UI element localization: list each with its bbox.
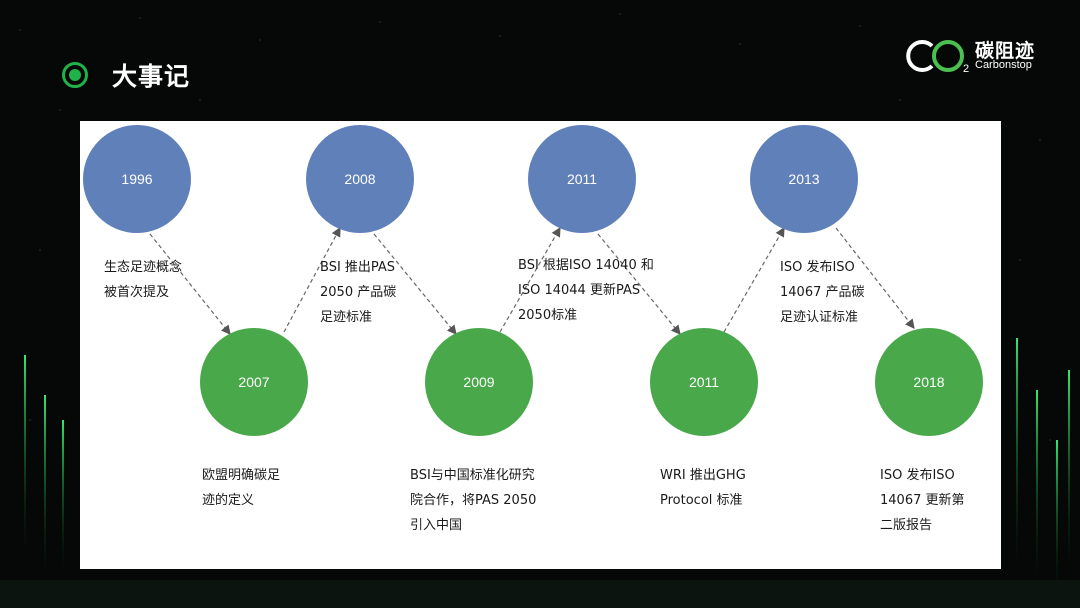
event-line: 被首次提及 [104, 285, 170, 300]
timeline-connectors [149, 226, 915, 335]
event-line: 2050标准 [518, 308, 578, 323]
event-text-2009: BSI与中国标准化研究 院合作，将PAS 2050 引入中国 [410, 463, 536, 538]
year-node-2007: 2007 [200, 328, 308, 436]
event-text-2018: ISO 发布ISO 14067 更新第 二版报告 [880, 463, 965, 538]
event-line: Protocol 标准 [660, 493, 743, 508]
event-line: 足迹认证标准 [780, 310, 859, 325]
year-node-2013: 2013 [750, 125, 858, 233]
page-title: 大事记 [112, 62, 191, 91]
event-line: 足迹标准 [320, 310, 373, 325]
title-bullet-icon [62, 62, 88, 88]
event-line: WRI 推出GHG [660, 468, 746, 483]
timeline-panel: 1996 生态足迹概念 被首次提及 2008 BSI 推出PAS 2050 产品… [80, 121, 1001, 569]
co2-logo-icon: 2 [906, 40, 969, 75]
logo-name-cn: 碳阻迹 [975, 40, 1036, 62]
event-line: 二版报告 [880, 518, 933, 533]
event-text-1996: 生态足迹概念 被首次提及 [104, 255, 182, 305]
year-node-2009: 2009 [425, 328, 533, 436]
event-line: 生态足迹概念 [104, 260, 183, 275]
year-node-2011-bsi: 2011 [528, 125, 636, 233]
year-node-1996: 1996 [83, 125, 191, 233]
event-text-2007: 欧盟明确碳足 迹的定义 [202, 463, 280, 513]
event-line: 2050 产品碳 [320, 285, 397, 300]
connector-arrow [835, 227, 915, 329]
connector-arrow [499, 226, 561, 333]
year-node-2011-wri: 2011 [650, 328, 758, 436]
connector-arrow [373, 233, 457, 335]
event-text-2008: BSI 推出PAS 2050 产品碳 足迹标准 [320, 255, 396, 330]
event-line: 院合作，将PAS 2050 [410, 493, 537, 508]
page-header: 大事记 [62, 58, 190, 92]
event-line: ISO 发布ISO [880, 468, 955, 483]
connector-arrow [597, 233, 681, 335]
connector-arrow [149, 233, 231, 335]
logo-name-en: Carbonstop [975, 59, 1032, 71]
event-line: 引入中国 [410, 518, 463, 533]
year-node-2018: 2018 [875, 328, 983, 436]
event-text-2011-wri: WRI 推出GHG Protocol 标准 [660, 463, 746, 513]
connector-arrow [283, 226, 341, 333]
year-node-2008: 2008 [306, 125, 414, 233]
event-line: ISO 14044 更新PAS [518, 283, 641, 298]
carbonstop-logo: 2 碳阻迹 Carbonstop [900, 36, 1050, 76]
event-line: 迹的定义 [202, 493, 255, 508]
event-line: BSI 推出PAS [320, 260, 396, 275]
event-text-2011-bsi: BSI 根据ISO 14040 和 ISO 14044 更新PAS 2050标准 [518, 253, 654, 328]
event-text-2013: ISO 发布ISO 14067 产品碳 足迹认证标准 [780, 255, 865, 330]
event-line: BSI与中国标准化研究 [410, 468, 535, 483]
connector-arrow [723, 226, 785, 333]
event-line: 欧盟明确碳足 [202, 468, 281, 483]
event-line: 14067 产品碳 [780, 285, 865, 300]
event-line: BSI 根据ISO 14040 和 [518, 258, 654, 273]
event-line: ISO 发布ISO [780, 260, 855, 275]
event-line: 14067 更新第 [880, 493, 965, 508]
logo-subscript: 2 [963, 63, 969, 75]
